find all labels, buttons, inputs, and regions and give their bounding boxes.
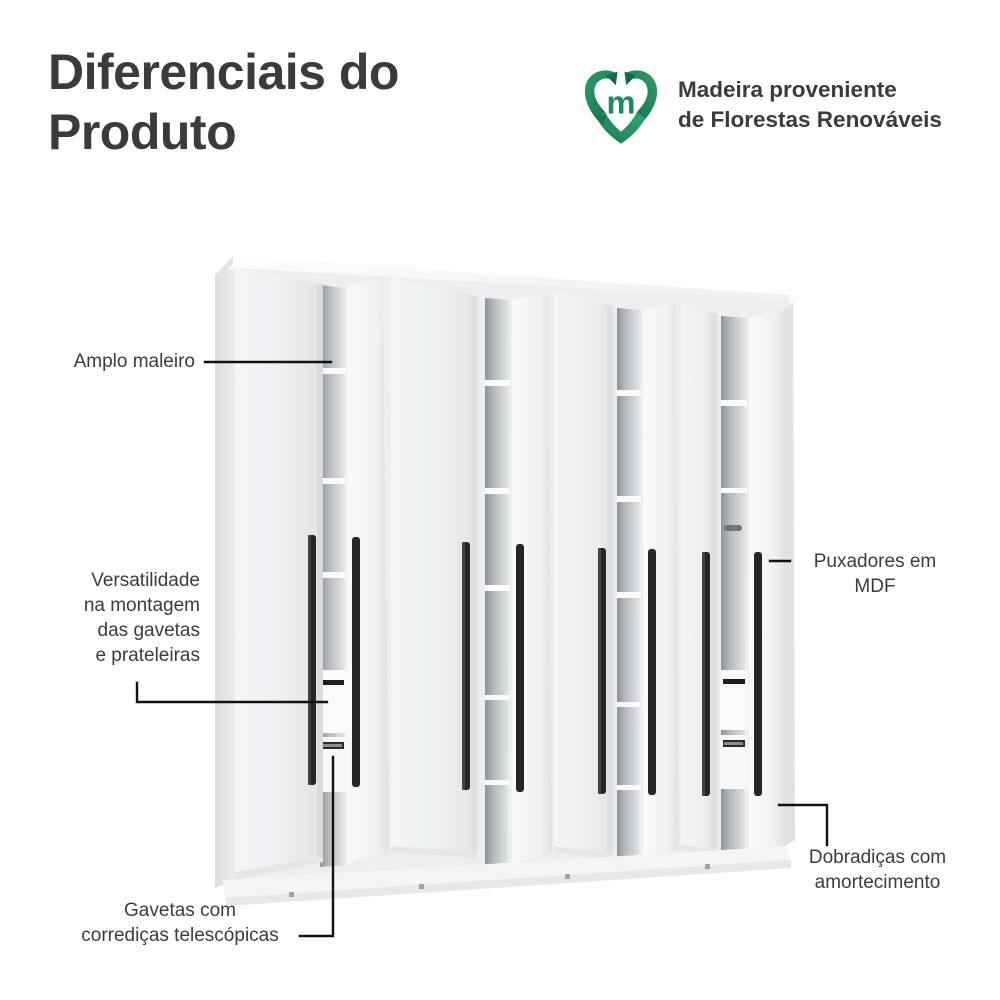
page-title: Diferenciais do Produto xyxy=(48,44,399,160)
callout-gavetas: Gavetas com corrediças telescópicas xyxy=(81,900,279,946)
product-image-wardrobe xyxy=(205,240,805,905)
eco-badge-text: Madeira proveniente de Florestas Renováv… xyxy=(678,77,942,132)
callout-versatilidade: Versatilidade na montagem das gavetas e … xyxy=(83,570,200,666)
eco-certification-badge: m Madeira proveniente de Florestas Renov… xyxy=(578,62,942,148)
callout-dobradicas: Dobradiças com amortecimento xyxy=(808,847,947,893)
svg-text:m: m xyxy=(606,84,635,121)
recycle-heart-logo-icon: m xyxy=(578,62,664,148)
callout-puxadores: Puxadores em MDF xyxy=(813,551,937,597)
callout-amplo-maleiro: Amplo maleiro xyxy=(73,351,195,372)
